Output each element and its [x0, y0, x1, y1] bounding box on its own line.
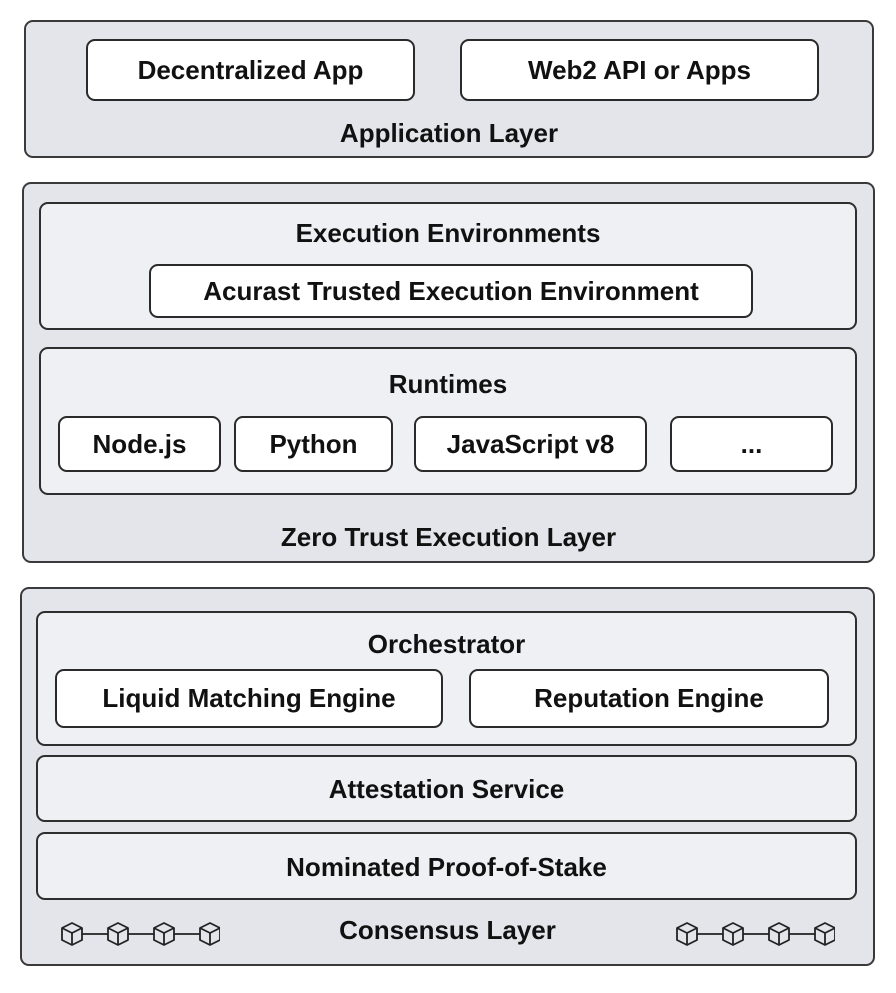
runtimes-title: Runtimes [388, 369, 508, 399]
application-layer-title: Application Layer [339, 118, 559, 148]
web2-api-box: Web2 API or Apps [460, 39, 819, 101]
acurast-tee-box: Acurast Trusted Execution Environment [149, 264, 753, 318]
npos-label: Nominated Proof-of-Stake [286, 852, 607, 882]
runtime-python-box: Python [234, 416, 393, 472]
liquid-matching-engine-box: Liquid Matching Engine [55, 669, 443, 728]
reputation-engine-label: Reputation Engine [534, 683, 764, 713]
consensus-layer-title: Consensus Layer [339, 915, 556, 945]
npos-panel: Nominated Proof-of-Stake [36, 832, 857, 900]
consensus-layer: Orchestrator Liquid Matching Engine Repu… [20, 587, 875, 966]
execution-environments-panel: Execution Environments Acurast Trusted E… [39, 202, 857, 330]
decentralized-app-box: Decentralized App [86, 39, 415, 101]
runtime-nodejs-box: Node.js [58, 416, 221, 472]
blockchain-icon [61, 922, 220, 946]
application-layer: Decentralized App Web2 API or Apps Appli… [24, 20, 874, 158]
orchestrator-title: Orchestrator [367, 629, 526, 659]
execution-layer-title: Zero Trust Execution Layer [280, 522, 617, 552]
runtime-nodejs-label: Node.js [92, 428, 187, 459]
decentralized-app-label: Decentralized App [137, 54, 364, 85]
runtimes-panel: Runtimes Node.js Python JavaScript v8 ..… [39, 347, 857, 495]
runtime-javascript-label: JavaScript v8 [446, 428, 615, 459]
runtime-python-label: Python [269, 428, 358, 459]
runtime-more-box: ... [670, 416, 833, 472]
web2-api-label: Web2 API or Apps [528, 54, 751, 85]
attestation-service-label: Attestation Service [328, 774, 565, 804]
reputation-engine-box: Reputation Engine [469, 669, 829, 728]
acurast-tee-label: Acurast Trusted Execution Environment [203, 275, 699, 306]
runtime-more-label: ... [740, 428, 763, 459]
blockchain-icon [676, 922, 835, 946]
execution-layer: Execution Environments Acurast Trusted E… [22, 182, 875, 563]
attestation-service-panel: Attestation Service [36, 755, 857, 822]
runtime-javascript-box: JavaScript v8 [414, 416, 647, 472]
orchestrator-panel: Orchestrator Liquid Matching Engine Repu… [36, 611, 857, 746]
liquid-matching-engine-label: Liquid Matching Engine [102, 683, 396, 713]
execution-environments-title: Execution Environments [295, 218, 601, 248]
